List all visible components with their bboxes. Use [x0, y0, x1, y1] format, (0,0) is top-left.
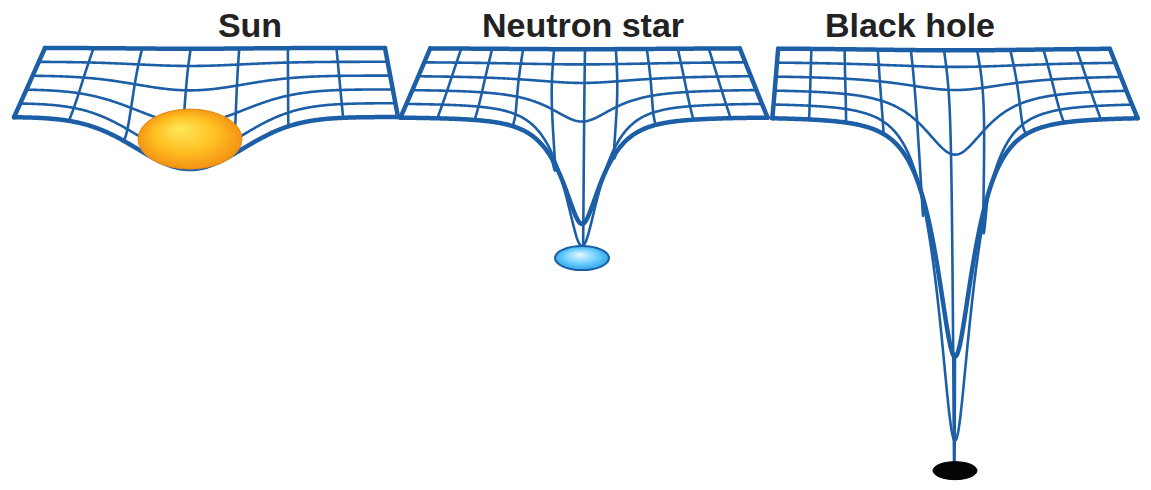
grid-line: [1010, 50, 1026, 134]
object-heading: Black hole: [825, 8, 995, 42]
sheet-border: [772, 49, 778, 119]
grid-line: [845, 49, 846, 122]
sheet-border: [45, 46, 385, 51]
grid-line: [809, 49, 811, 120]
grid-line: [287, 48, 290, 126]
grid-line: [552, 49, 555, 170]
grid-line: [513, 49, 524, 126]
sheet-border: [1110, 49, 1138, 118]
grid-line: [475, 49, 493, 120]
grid-line: [69, 48, 94, 121]
sheet-border: [400, 48, 430, 117]
grid-line: [878, 50, 884, 134]
grid-line: [437, 49, 461, 119]
neutron-star-ball: [555, 246, 609, 270]
grid-line: [614, 49, 617, 158]
warped-grid: [400, 48, 767, 261]
sheet-border: [740, 48, 768, 117]
object-heading: Sun: [218, 8, 282, 42]
warped-grid: [772, 49, 1137, 473]
grid-line: [709, 49, 731, 119]
grid-line: [124, 49, 142, 141]
grid-line: [33, 76, 391, 91]
warped-grid: [14, 48, 398, 169]
sheet-border: [772, 118, 1137, 356]
grid-line: [678, 49, 694, 120]
grid-line: [1043, 50, 1064, 123]
grid-line: [944, 50, 955, 472]
sheet-border: [385, 48, 398, 117]
grid-line: [336, 48, 343, 118]
grid-line: [1077, 49, 1101, 119]
grid-line: [977, 50, 988, 233]
sheet-border: [14, 48, 45, 117]
grid-line: [647, 49, 656, 125]
grid-line: [39, 62, 388, 66]
grid-line: [583, 49, 585, 261]
grid-line: [911, 50, 923, 216]
sun-ball: [138, 109, 242, 169]
object-heading: Neutron star: [482, 8, 684, 42]
black-hole-ball: [933, 462, 977, 480]
